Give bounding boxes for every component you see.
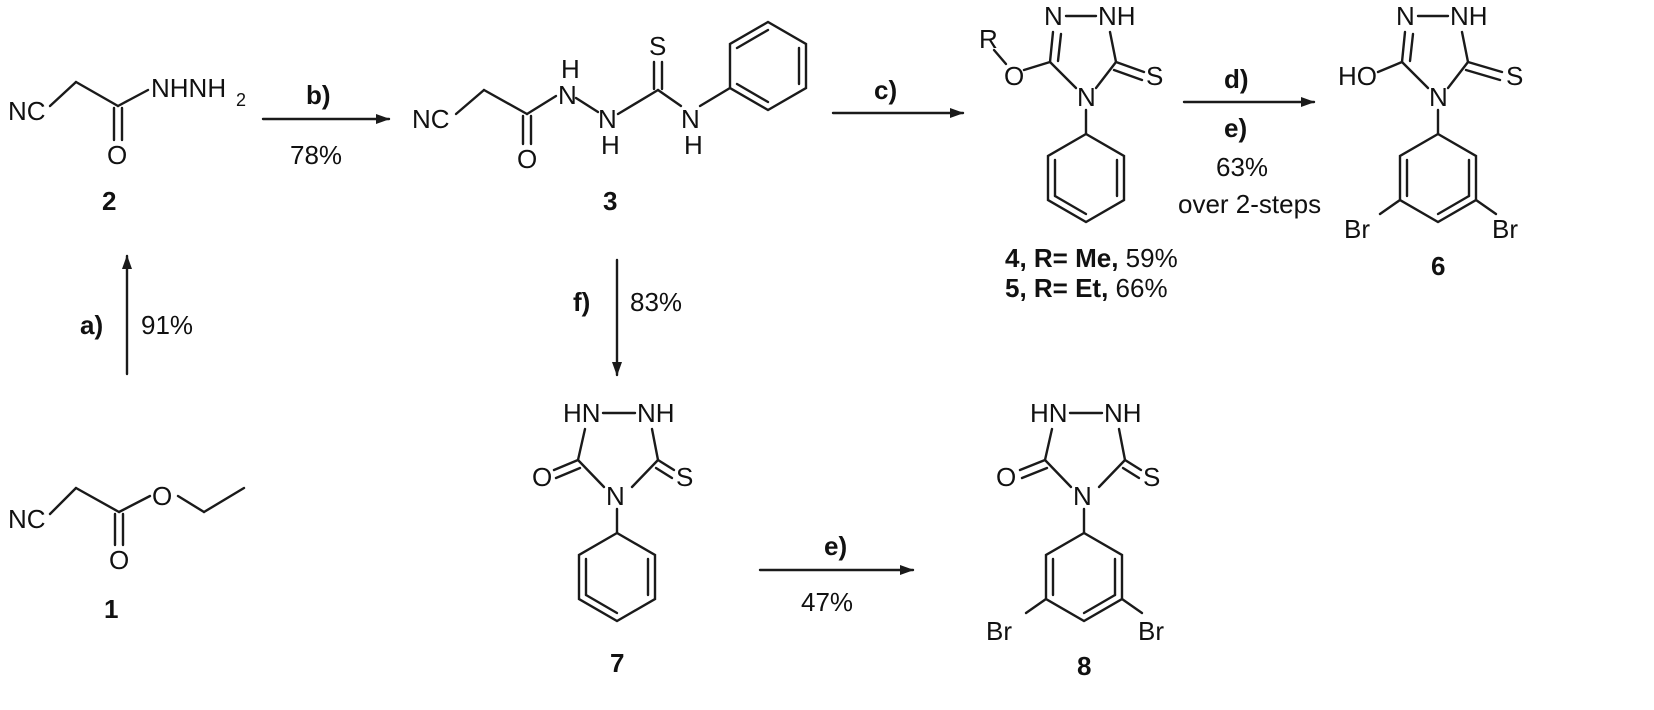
step-d-e: d) e) 63% over 2-steps	[1178, 64, 1321, 219]
nhnh2-label: NHNH	[151, 73, 226, 103]
anilide-n: N	[681, 104, 700, 134]
bromine-right: Br	[1492, 214, 1518, 244]
compound-6: HO N NH N S Br Br 6	[1338, 1, 1523, 281]
triazole-nh: NH	[637, 398, 675, 428]
compound-3: NC O S H N N H N H 3	[412, 20, 808, 216]
step-a: a) 91%	[80, 254, 193, 376]
carbonyl-oxygen: O	[517, 144, 537, 174]
compound-8-label: 8	[1077, 651, 1091, 681]
thione-sulfur: S	[1143, 462, 1160, 492]
step-d-e-yield: 63%	[1216, 152, 1268, 182]
nitrile-label: NC	[8, 96, 46, 126]
triazole-n4: N	[1077, 82, 1096, 112]
step-c: c)	[831, 75, 965, 118]
bromine-left: Br	[986, 616, 1012, 646]
compound-1-label: 1	[104, 594, 118, 624]
step-c-reagent: c)	[874, 75, 897, 105]
anilide-h: H	[684, 130, 703, 160]
compound-2: NC NHNH 2 O 2	[8, 73, 246, 216]
thione-sulfur: S	[649, 31, 666, 61]
thione-sulfur: S	[1146, 61, 1163, 91]
thione-sulfur: S	[676, 462, 693, 492]
triazole-n4: N	[1073, 481, 1092, 511]
carbonyl-oxygen: O	[109, 545, 129, 575]
triazole-nh: NH	[1450, 1, 1488, 31]
step-a-yield: 91%	[141, 310, 193, 340]
compound-6-label: 6	[1431, 251, 1445, 281]
step-e: e) 47%	[758, 531, 915, 617]
nitrile-label: NC	[412, 104, 450, 134]
hydrazide-h-bottom: H	[601, 130, 620, 160]
triazole-n1: N	[1396, 1, 1415, 31]
carbonyl-oxygen: O	[996, 462, 1016, 492]
ether-oxygen: O	[1004, 61, 1024, 91]
compound-4-yield: 59%	[1118, 243, 1177, 273]
triazole-hn: HN	[1030, 398, 1068, 428]
step-d-e-note: over 2-steps	[1178, 189, 1321, 219]
hydrazide-h-top: H	[561, 54, 580, 84]
thione-sulfur: S	[1506, 61, 1523, 91]
compound-2-bonds	[48, 80, 150, 142]
step-e-reagent: e)	[1224, 113, 1247, 143]
triazole-nh: NH	[1104, 398, 1142, 428]
step-f: f) 83%	[573, 258, 682, 377]
bromine-right: Br	[1138, 616, 1164, 646]
compound-4-label: 4, R= Me,	[1005, 243, 1118, 273]
compound-1: NC O O 1	[8, 481, 246, 624]
compound-1-bonds	[48, 486, 246, 547]
triazole-n4: N	[606, 481, 625, 511]
compound-5-caption: 5, R= Et, 66%	[1005, 273, 1168, 303]
compound-3-label: 3	[603, 186, 617, 216]
compound-3-bonds	[454, 20, 808, 146]
triazole-nh: NH	[1098, 1, 1136, 31]
compound-4-caption: 4, R= Me, 59%	[1005, 243, 1178, 273]
compound-5-label: 5, R= Et,	[1005, 273, 1108, 303]
compound-7: HN NH O N S 7	[532, 398, 693, 678]
step-f-yield: 83%	[630, 287, 682, 317]
triazole-n4: N	[1429, 82, 1448, 112]
compound-4-5: R O N NH N S 4, R= Me, 59% 5, R= Et, 6	[979, 1, 1178, 303]
triazole-hn: HN	[563, 398, 601, 428]
compound-5-yield: 66%	[1108, 273, 1167, 303]
step-f-reagent: f)	[573, 287, 590, 317]
triazole-n1: N	[1044, 1, 1063, 31]
step-a-reagent: a)	[80, 310, 103, 340]
step-e-yield: 47%	[801, 587, 853, 617]
hydroxy-label: HO	[1338, 61, 1377, 91]
nhnh2-subscript: 2	[236, 90, 246, 110]
step-d-reagent: d)	[1224, 64, 1249, 94]
hydrazide-n-bottom: N	[598, 104, 617, 134]
step-e-reagent: e)	[824, 531, 847, 561]
carbonyl-oxygen: O	[107, 140, 127, 170]
alkyl-r-label: R	[979, 24, 998, 54]
compound-7-label: 7	[610, 648, 624, 678]
compound-2-label: 2	[102, 186, 116, 216]
step-b: b) 78%	[261, 80, 391, 170]
nitrile-label: NC	[8, 504, 46, 534]
carbonyl-oxygen: O	[532, 462, 552, 492]
compound-8: HN NH O N S Br Br 8	[986, 398, 1164, 681]
hydrazide-n-top: N	[558, 80, 577, 110]
compound-7-bonds	[552, 411, 676, 623]
step-b-yield: 78%	[290, 140, 342, 170]
compound-4-5-bonds	[992, 14, 1146, 224]
compound-6-bonds	[1376, 14, 1504, 224]
step-b-reagent: b)	[306, 80, 331, 110]
bromine-left: Br	[1344, 214, 1370, 244]
ester-oxygen: O	[152, 481, 172, 511]
compound-8-bonds	[1018, 411, 1144, 623]
